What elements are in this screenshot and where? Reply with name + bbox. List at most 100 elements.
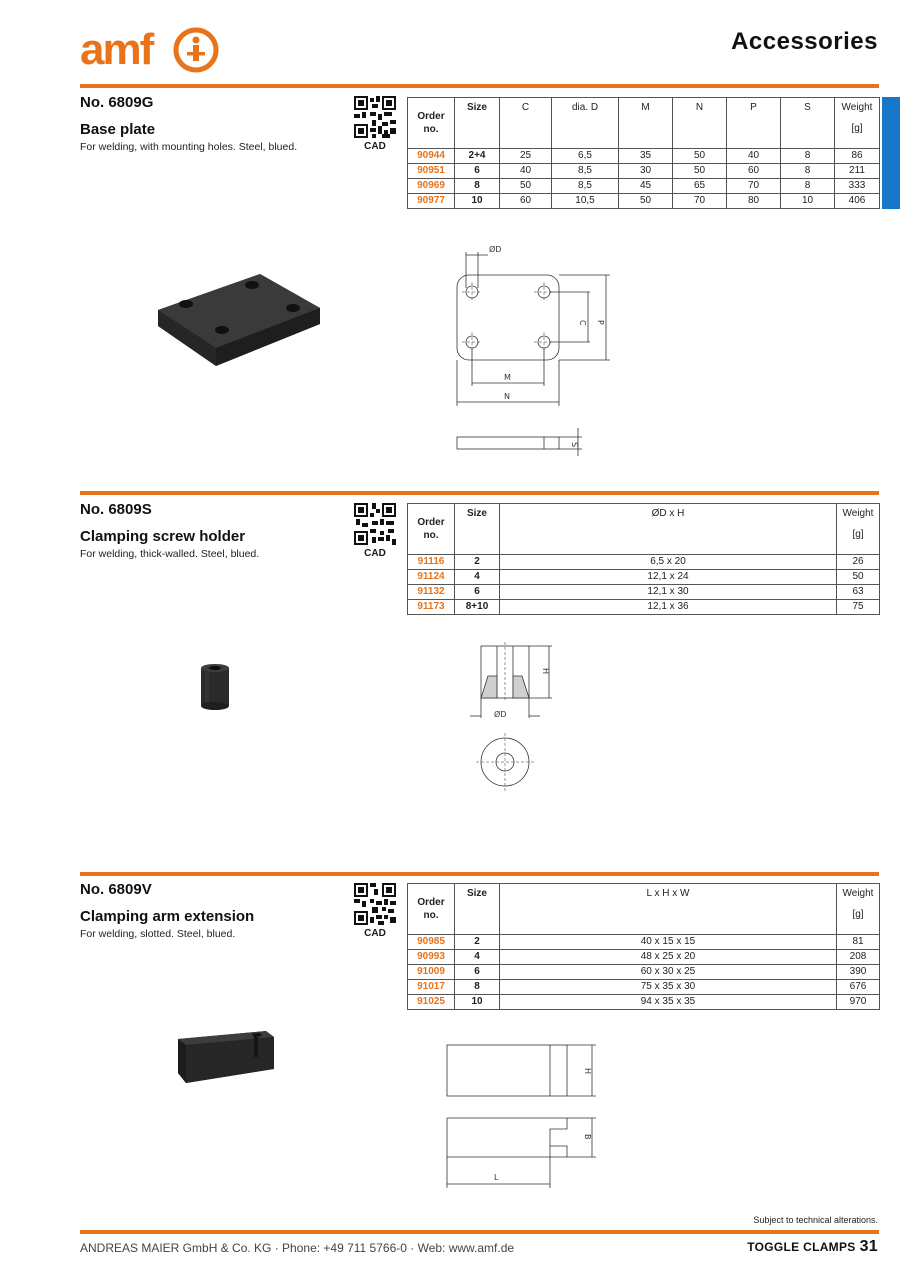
order-number-link[interactable]: 91009 — [407, 964, 455, 980]
screw-holder-photo — [201, 664, 229, 710]
table-cell: 30 — [618, 163, 673, 179]
column-header: M — [618, 97, 673, 149]
base-plate-drawing: ØD C P M N S — [456, 244, 610, 456]
table-cell: 4 — [454, 569, 500, 585]
column-header: N — [672, 97, 727, 149]
table-cell: 10 — [454, 193, 500, 209]
table-cell: 8 — [780, 148, 835, 164]
table-cell: 40 — [499, 163, 552, 179]
table-cell: 6 — [454, 964, 500, 980]
weight-header: Weight[g] — [834, 97, 880, 149]
table-cell: 8 — [780, 163, 835, 179]
table-cell: 4 — [454, 949, 500, 965]
footer-divider — [80, 1230, 879, 1234]
table-cell: 6,5 x 20 — [499, 554, 837, 570]
dim-label: H — [583, 1068, 592, 1074]
amf-logo: amf — [80, 25, 219, 74]
table-cell: 81 — [836, 934, 880, 950]
table-row: 91116 2 6,5 x 20 26 — [407, 554, 880, 570]
cad-label[interactable]: CAD — [364, 928, 386, 939]
table-cell: 70 — [726, 178, 781, 194]
table-cell: 48 x 25 x 20 — [499, 949, 837, 965]
company-info: ANDREAS MAIER GmbH & Co. KG · Phone: +49… — [80, 1241, 515, 1255]
section-description: For welding, with mounting holes. Steel,… — [80, 141, 298, 153]
table-cell: 10 — [454, 994, 500, 1010]
table-cell: 10 — [780, 193, 835, 209]
table-cell: 12,1 x 30 — [499, 584, 837, 600]
dim-label: M — [504, 373, 511, 382]
table-cell: 45 — [618, 178, 673, 194]
table-cell: 8,5 — [551, 178, 619, 194]
dim-label: B — [583, 1134, 592, 1140]
cad-label[interactable]: CAD — [364, 141, 386, 152]
table-cell: 8 — [454, 178, 500, 194]
table-cell: 50 — [618, 193, 673, 209]
cad-label[interactable]: CAD — [364, 548, 386, 559]
table-cell: 60 — [726, 163, 781, 179]
order-number-link[interactable]: 91124 — [407, 569, 455, 585]
screw-holder-drawing: H ØD — [470, 642, 552, 791]
table-cell: 26 — [836, 554, 880, 570]
order-number-link[interactable]: 91173 — [407, 599, 455, 615]
table-row: 91025 10 94 x 35 x 35 970 — [407, 994, 880, 1010]
order-number-link[interactable]: 91132 — [407, 584, 455, 600]
column-header: dia. D — [551, 97, 619, 149]
order-number-link[interactable]: 90969 — [407, 178, 455, 194]
footnote: Subject to technical alterations. — [753, 1215, 878, 1225]
table-row: 90944 2+4 25 6,5 35 50 40 8 86 — [407, 148, 880, 164]
table-row: 91173 8+10 12,1 x 36 75 — [407, 599, 880, 615]
column-header: Size — [454, 883, 500, 935]
order-number-link[interactable]: 91116 — [407, 554, 455, 570]
column-header: Size — [454, 97, 500, 149]
section-number: No. 6809G — [80, 94, 154, 111]
order-number-link[interactable]: 91017 — [407, 979, 455, 995]
category-label: TOGGLE CLAMPS — [747, 1240, 856, 1254]
dim-label: S — [570, 442, 579, 447]
dim-label: ØD — [489, 244, 501, 254]
dim-label: P — [596, 320, 605, 325]
table-cell: 25 — [499, 148, 552, 164]
dim-label: L — [494, 1173, 499, 1182]
base-plate-photo — [158, 274, 320, 366]
table-cell: 8 — [780, 178, 835, 194]
table-cell: 2 — [454, 554, 500, 570]
order-number-link[interactable]: 90944 — [407, 148, 455, 164]
order-number-link[interactable]: 90951 — [407, 163, 455, 179]
table-cell: 50 — [672, 148, 727, 164]
table-row: 91009 6 60 x 30 x 25 390 — [407, 964, 880, 980]
table-cell: 50 — [499, 178, 552, 194]
table-cell: 2 — [454, 934, 500, 950]
column-header: ØD x H — [499, 503, 837, 555]
table-cell: 333 — [834, 178, 880, 194]
table-cell: 6 — [454, 584, 500, 600]
table-cell: 63 — [836, 584, 880, 600]
order-number-link[interactable]: 90977 — [407, 193, 455, 209]
order-number-link[interactable]: 91025 — [407, 994, 455, 1010]
section-title: Base plate — [80, 121, 156, 138]
qr-code-icon[interactable] — [354, 96, 396, 138]
section-description: For welding, thick-walled. Steel, blued. — [80, 548, 260, 560]
section-divider — [80, 491, 879, 495]
section-title: Clamping arm extension — [80, 908, 255, 925]
qr-code-icon[interactable] — [354, 883, 396, 925]
section-description: For welding, slotted. Steel, blued. — [80, 928, 236, 940]
section-divider — [80, 872, 879, 876]
order-number-link[interactable]: 90993 — [407, 949, 455, 965]
order-number-link[interactable]: 90985 — [407, 934, 455, 950]
table-cell: 676 — [836, 979, 880, 995]
page-title: Accessories — [731, 28, 878, 55]
column-header: L x H x W — [499, 883, 837, 935]
qr-code-icon[interactable] — [354, 503, 396, 545]
table-cell: 406 — [834, 193, 880, 209]
table-cell: 60 — [499, 193, 552, 209]
arm-extension-drawing: H B L — [446, 1044, 596, 1188]
section-title: Clamping screw holder — [80, 528, 246, 545]
table-cell: 12,1 x 36 — [499, 599, 837, 615]
table-cell: 12,1 x 24 — [499, 569, 837, 585]
svg-text:amf: amf — [80, 25, 155, 74]
table-cell: 40 x 15 x 15 — [499, 934, 837, 950]
